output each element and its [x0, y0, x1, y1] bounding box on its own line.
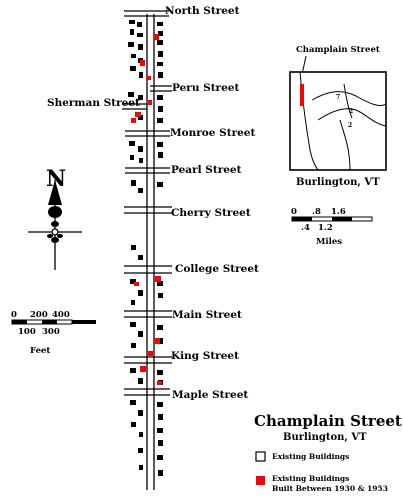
feet-tick-200: 200 [30, 310, 48, 320]
miles-unit-label: Miles [316, 237, 342, 247]
feet-tick-100: 100 [18, 327, 36, 337]
street-label-pearl: Pearl Street [171, 164, 242, 176]
inset-caption: Burlington, VT [296, 177, 380, 188]
north-symbol: N [46, 166, 66, 192]
miles-tick-0-8: .8 [312, 207, 321, 217]
street-label-sherman: Sherman Street [47, 97, 140, 109]
miles-tick-0-4: .4 [301, 223, 310, 233]
feet-scale-bar: 0 200 400 100 300 Feet [11, 310, 96, 356]
cross-streets [122, 10, 172, 396]
feet-tick-0: 0 [11, 310, 17, 320]
inset-label: Champlain Street [296, 45, 380, 55]
legend-swatch-existing [255, 451, 266, 462]
north-arrow-icon: N [28, 166, 82, 270]
street-label-monroe: Monroe Street [170, 127, 255, 139]
legend-subtitle: Burlington, VT [283, 432, 367, 443]
legend-existing-label: Existing Buildings [272, 452, 349, 461]
street-label-college: College Street [175, 263, 259, 275]
existing-buildings [128, 20, 163, 476]
street-label-main: Main Street [172, 309, 242, 321]
street-label-cherry: Cherry Street [171, 207, 251, 219]
feet-unit-label: Feet [30, 346, 50, 356]
legend-new-label-1: Existing Buildings [272, 474, 349, 483]
feet-tick-300: 300 [42, 327, 60, 337]
street-labels: North Street Peru Street Sherman Street … [47, 5, 259, 401]
legend: Champlain Street Burlington, VT Existing… [254, 412, 402, 493]
miles-tick-1-2: 1.2 [318, 223, 333, 233]
svg-text:2: 2 [348, 122, 352, 129]
legend-title: Champlain Street [254, 412, 402, 430]
miles-tick-1-6: 1.6 [331, 207, 346, 217]
legend-swatch-new [256, 476, 265, 485]
legend-new-label-2: Built Between 1930 & 1953 [272, 484, 388, 493]
feet-tick-400: 400 [52, 310, 70, 320]
svg-text:7: 7 [336, 94, 340, 101]
miles-scale-bar: 0 .8 1.6 .4 1.2 Miles [291, 207, 373, 247]
street-label-king: King Street [171, 350, 239, 362]
street-label-peru: Peru Street [172, 82, 239, 94]
miles-tick-0: 0 [291, 207, 297, 217]
street-label-north: North Street [165, 5, 240, 17]
inset-map: Champlain Street 7 2 2 Burlington, VT [289, 45, 387, 188]
street-label-maple: Maple Street [172, 389, 248, 401]
new-buildings [131, 34, 162, 385]
champlain-street-corridor [146, 14, 155, 490]
svg-text:2: 2 [349, 108, 353, 115]
